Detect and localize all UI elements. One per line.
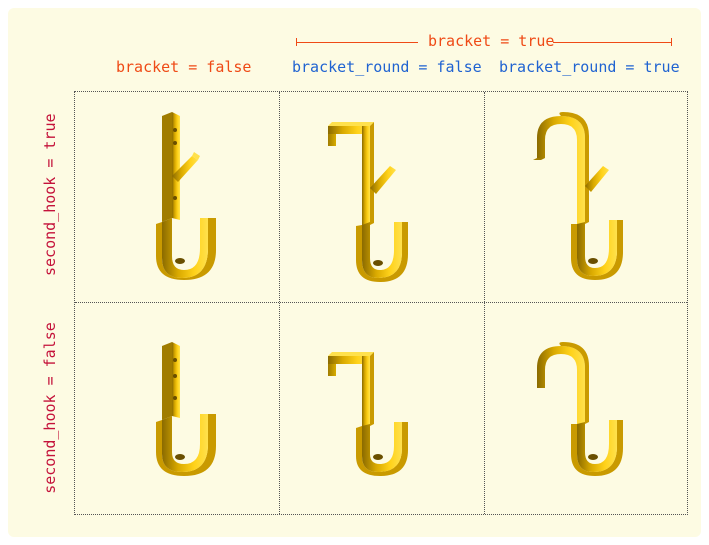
bracket-true-label: bracket = true [428,32,555,50]
hook-model-plain [156,342,216,476]
col-label-bracket-round-true: bracket_round = true [499,58,680,76]
col-label-bracket-round-false: bracket_round = false [292,58,482,76]
grid-divider-col1 [279,92,280,514]
hook-model-square-bracket [328,352,408,476]
hook-model-round-bracket-second-hook [533,112,623,280]
grid-divider-col2 [484,92,485,514]
bracket-left-line [296,42,418,43]
hook-model-round-bracket [537,342,623,476]
grid-divider-row [75,302,687,303]
bracket-right-tick [671,38,672,46]
hook-model-square-bracket-second-hook [328,122,408,282]
comparison-grid [74,91,688,515]
hook-model-plain-second-hook [156,112,216,280]
col-label-bracket-false: bracket = false [116,58,252,76]
row-label-second-hook-true: second_hook = true [41,113,59,276]
bracket-right-line [553,42,672,43]
row-label-second-hook-false: second_hook = false [41,322,59,494]
